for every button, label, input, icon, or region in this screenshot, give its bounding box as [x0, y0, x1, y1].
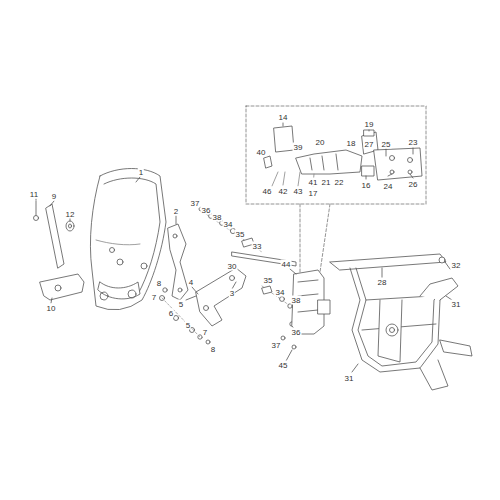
- callout-number: 34: [275, 288, 286, 297]
- callout-number: 8: [156, 279, 162, 288]
- callout-number: 33: [252, 242, 263, 251]
- callout-number: 14: [278, 113, 289, 122]
- callout-number: 7: [202, 328, 208, 337]
- callout-number: 22: [334, 178, 345, 187]
- callout-number: 30: [227, 262, 238, 271]
- callout-number: 9: [51, 192, 57, 201]
- callout-number: 10: [46, 304, 57, 313]
- callout-number: 6: [168, 309, 174, 318]
- callout-number: 28: [377, 278, 388, 287]
- callout-number: 40: [256, 148, 267, 157]
- callout-number: 32: [451, 261, 462, 270]
- callout-number: 17: [308, 189, 319, 198]
- callout-number: 37: [190, 199, 201, 208]
- callout-number: 35: [235, 230, 246, 239]
- callout-number: 34: [223, 220, 234, 229]
- callout-number: 8: [210, 345, 216, 354]
- callout-number: 20: [315, 138, 326, 147]
- callout-number: 44: [281, 260, 292, 269]
- callout-number: 46: [262, 187, 273, 196]
- callout-number: 5: [178, 300, 184, 309]
- callout-number: 25: [381, 140, 392, 149]
- callout-number: 24: [383, 182, 394, 191]
- callout-number: 21: [321, 178, 332, 187]
- callout-number: 38: [212, 213, 223, 222]
- callout-number: 43: [293, 187, 304, 196]
- callout-number: 38: [291, 296, 302, 305]
- callout-number: 41: [308, 178, 319, 187]
- callout-number: 2: [173, 207, 179, 216]
- callout-number: 3: [229, 289, 235, 298]
- callout-number: 12: [65, 210, 76, 219]
- callout-number: 16: [361, 181, 372, 190]
- callout-number: 42: [278, 187, 289, 196]
- callout-number: 5: [185, 321, 191, 330]
- callout-number: 19: [364, 120, 375, 129]
- callout-number: 36: [201, 206, 212, 215]
- callout-number: 4: [188, 278, 194, 287]
- callout-number: 35: [263, 276, 274, 285]
- callout-number: 27: [364, 140, 375, 149]
- callout-number: 26: [408, 180, 419, 189]
- callout-number: 45: [278, 361, 289, 370]
- callout-number: 23: [408, 138, 419, 147]
- callout-number: 39: [293, 143, 304, 152]
- callout-number: 7: [151, 293, 157, 302]
- callout-number: 31: [451, 300, 462, 309]
- callout-number: 1: [138, 168, 144, 177]
- callout-number: 36: [291, 328, 302, 337]
- callout-number: 37: [271, 341, 282, 350]
- callout-number: 31: [344, 374, 355, 383]
- callout-number: 11: [29, 190, 39, 199]
- callout-number: 18: [346, 139, 357, 148]
